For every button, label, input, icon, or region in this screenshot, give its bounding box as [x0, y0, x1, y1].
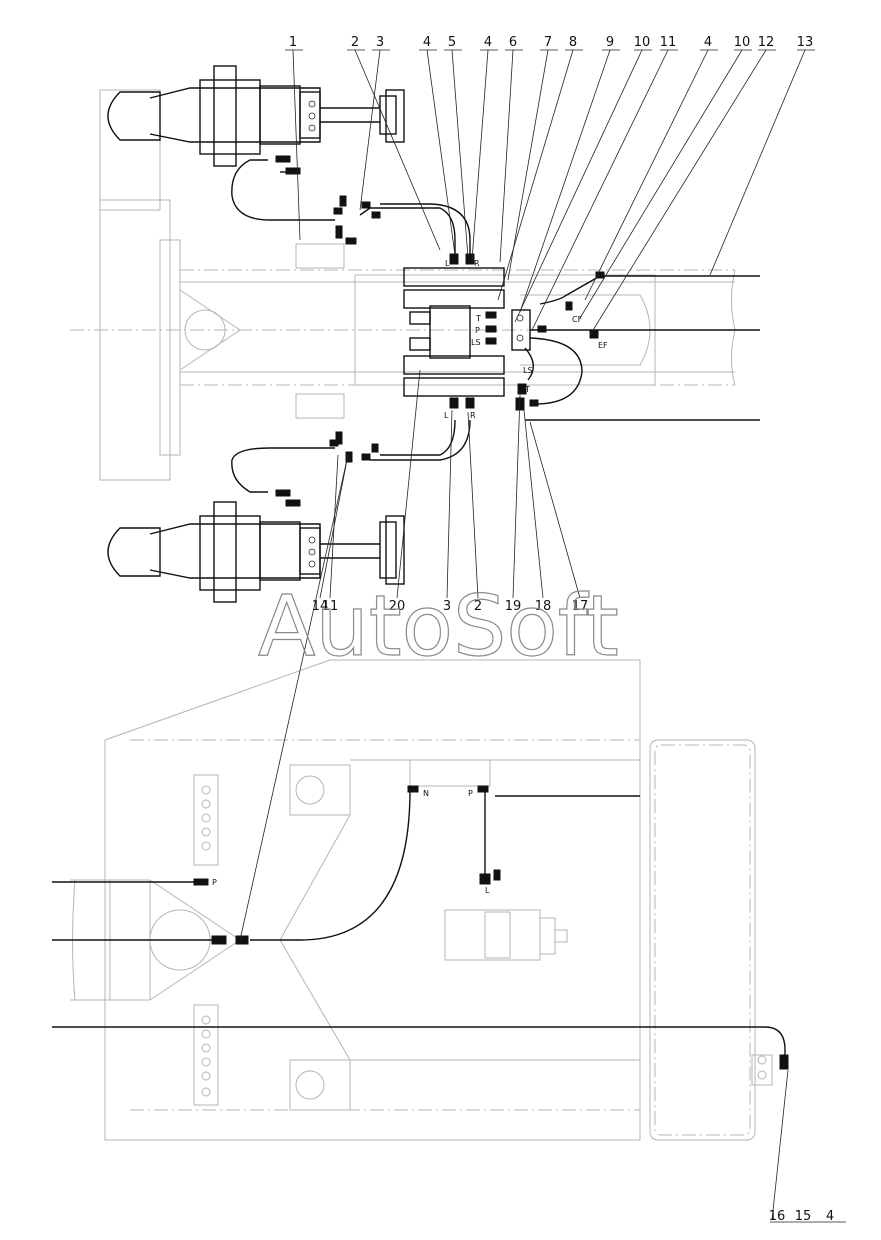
callout-top-leader — [584, 49, 709, 301]
port-label-8: T — [524, 385, 530, 394]
port-label-5: CF — [572, 315, 583, 324]
port-label-10: R — [470, 411, 476, 420]
callout-top-8: 8 — [569, 35, 577, 50]
leader-lines-bottom — [770, 1069, 846, 1223]
chassis-outline — [70, 89, 773, 1141]
port-label-7: LS — [523, 366, 533, 375]
callout-bottom-2: 4 — [826, 1209, 834, 1224]
callout-top-13: 10 — [734, 35, 751, 50]
callout-top-1: 2 — [351, 35, 359, 50]
leader-lines-mid — [239, 369, 581, 941]
callout-mid-leader — [396, 369, 421, 599]
callout-numbers-mid: 11 20 3 2 19 18 17 14 — [312, 599, 589, 614]
port-label-4: LS — [471, 338, 481, 347]
port-label-1: R — [474, 259, 480, 268]
callout-top-leader — [507, 49, 549, 281]
callout-top-leader — [514, 49, 643, 323]
callout-mid-0: 11 — [322, 599, 339, 614]
callout-bottom-0: 16 — [769, 1209, 786, 1224]
callout-top-0: 1 — [289, 35, 297, 50]
callout-mid-4: 19 — [505, 599, 522, 614]
callout-top-11: 11 — [660, 35, 677, 50]
callout-top-12: 4 — [704, 35, 712, 50]
callout-top-leader — [579, 49, 743, 319]
callout-top-leader — [471, 49, 489, 261]
port-label-0: L — [445, 259, 450, 268]
port-label-9: L — [444, 411, 449, 420]
callout-top-leader — [519, 49, 611, 313]
callout-top-leader — [359, 49, 381, 211]
upper-steering-cylinder — [107, 65, 405, 167]
port-label-3: P — [475, 326, 480, 335]
callout-top-5: 4 — [484, 35, 492, 50]
callout-top-4: 5 — [448, 35, 456, 50]
callout-top-leader — [292, 49, 301, 241]
callout-top-leader — [451, 49, 469, 259]
callout-top-15: 13 — [797, 35, 814, 50]
hydraulic-hoses — [52, 159, 786, 1062]
callout-mid-leader — [523, 409, 544, 599]
callout-mid-5: 18 — [535, 599, 552, 614]
callout-mid-leader — [239, 454, 349, 941]
callout-bottom-1: 15 — [795, 1209, 812, 1224]
lower-steering-cylinder — [107, 501, 405, 603]
callout-mid-leader — [467, 411, 479, 599]
port-label-11: N — [423, 789, 429, 798]
port-label-14: L — [485, 886, 490, 895]
callout-top-6: 6 — [509, 35, 517, 50]
callout-mid-7: 14 — [312, 599, 329, 614]
callout-top-leader — [531, 49, 669, 331]
callout-mid-leader — [529, 421, 581, 599]
callout-top-3: 4 — [423, 35, 431, 50]
callout-mid-leader — [446, 409, 453, 599]
callout-top-14: 12 — [758, 35, 775, 50]
callout-mid-6: 17 — [572, 599, 589, 614]
port-label-2: T — [475, 314, 481, 323]
callout-mid-3: 2 — [474, 599, 482, 614]
callout-top-leader — [497, 49, 574, 301]
callout-top-leader — [589, 49, 767, 336]
callout-mid-leader — [319, 454, 349, 599]
callout-mid-2: 3 — [443, 599, 451, 614]
callout-top-10: 10 — [634, 35, 651, 50]
callout-mid-1: 20 — [389, 599, 406, 614]
callout-top-7: 7 — [544, 35, 552, 50]
callout-top-2: 3 — [376, 35, 384, 50]
port-label-12: P — [468, 789, 473, 798]
steering-valve-stack — [403, 267, 531, 397]
callout-top-leader — [354, 49, 441, 251]
port-label-6: EF — [598, 341, 608, 350]
watermark-logo: AutoSoft — [258, 577, 619, 675]
callout-top-9: 9 — [606, 35, 614, 50]
leader-lines-top — [285, 49, 815, 336]
callout-top-leader — [709, 49, 806, 276]
port-label-13: P — [212, 878, 217, 887]
callout-numbers-bottom: 16 15 4 — [769, 1209, 834, 1224]
callout-top-leader — [426, 49, 456, 256]
callout-top-leader — [499, 49, 514, 263]
callout-mid-leader — [512, 394, 521, 599]
